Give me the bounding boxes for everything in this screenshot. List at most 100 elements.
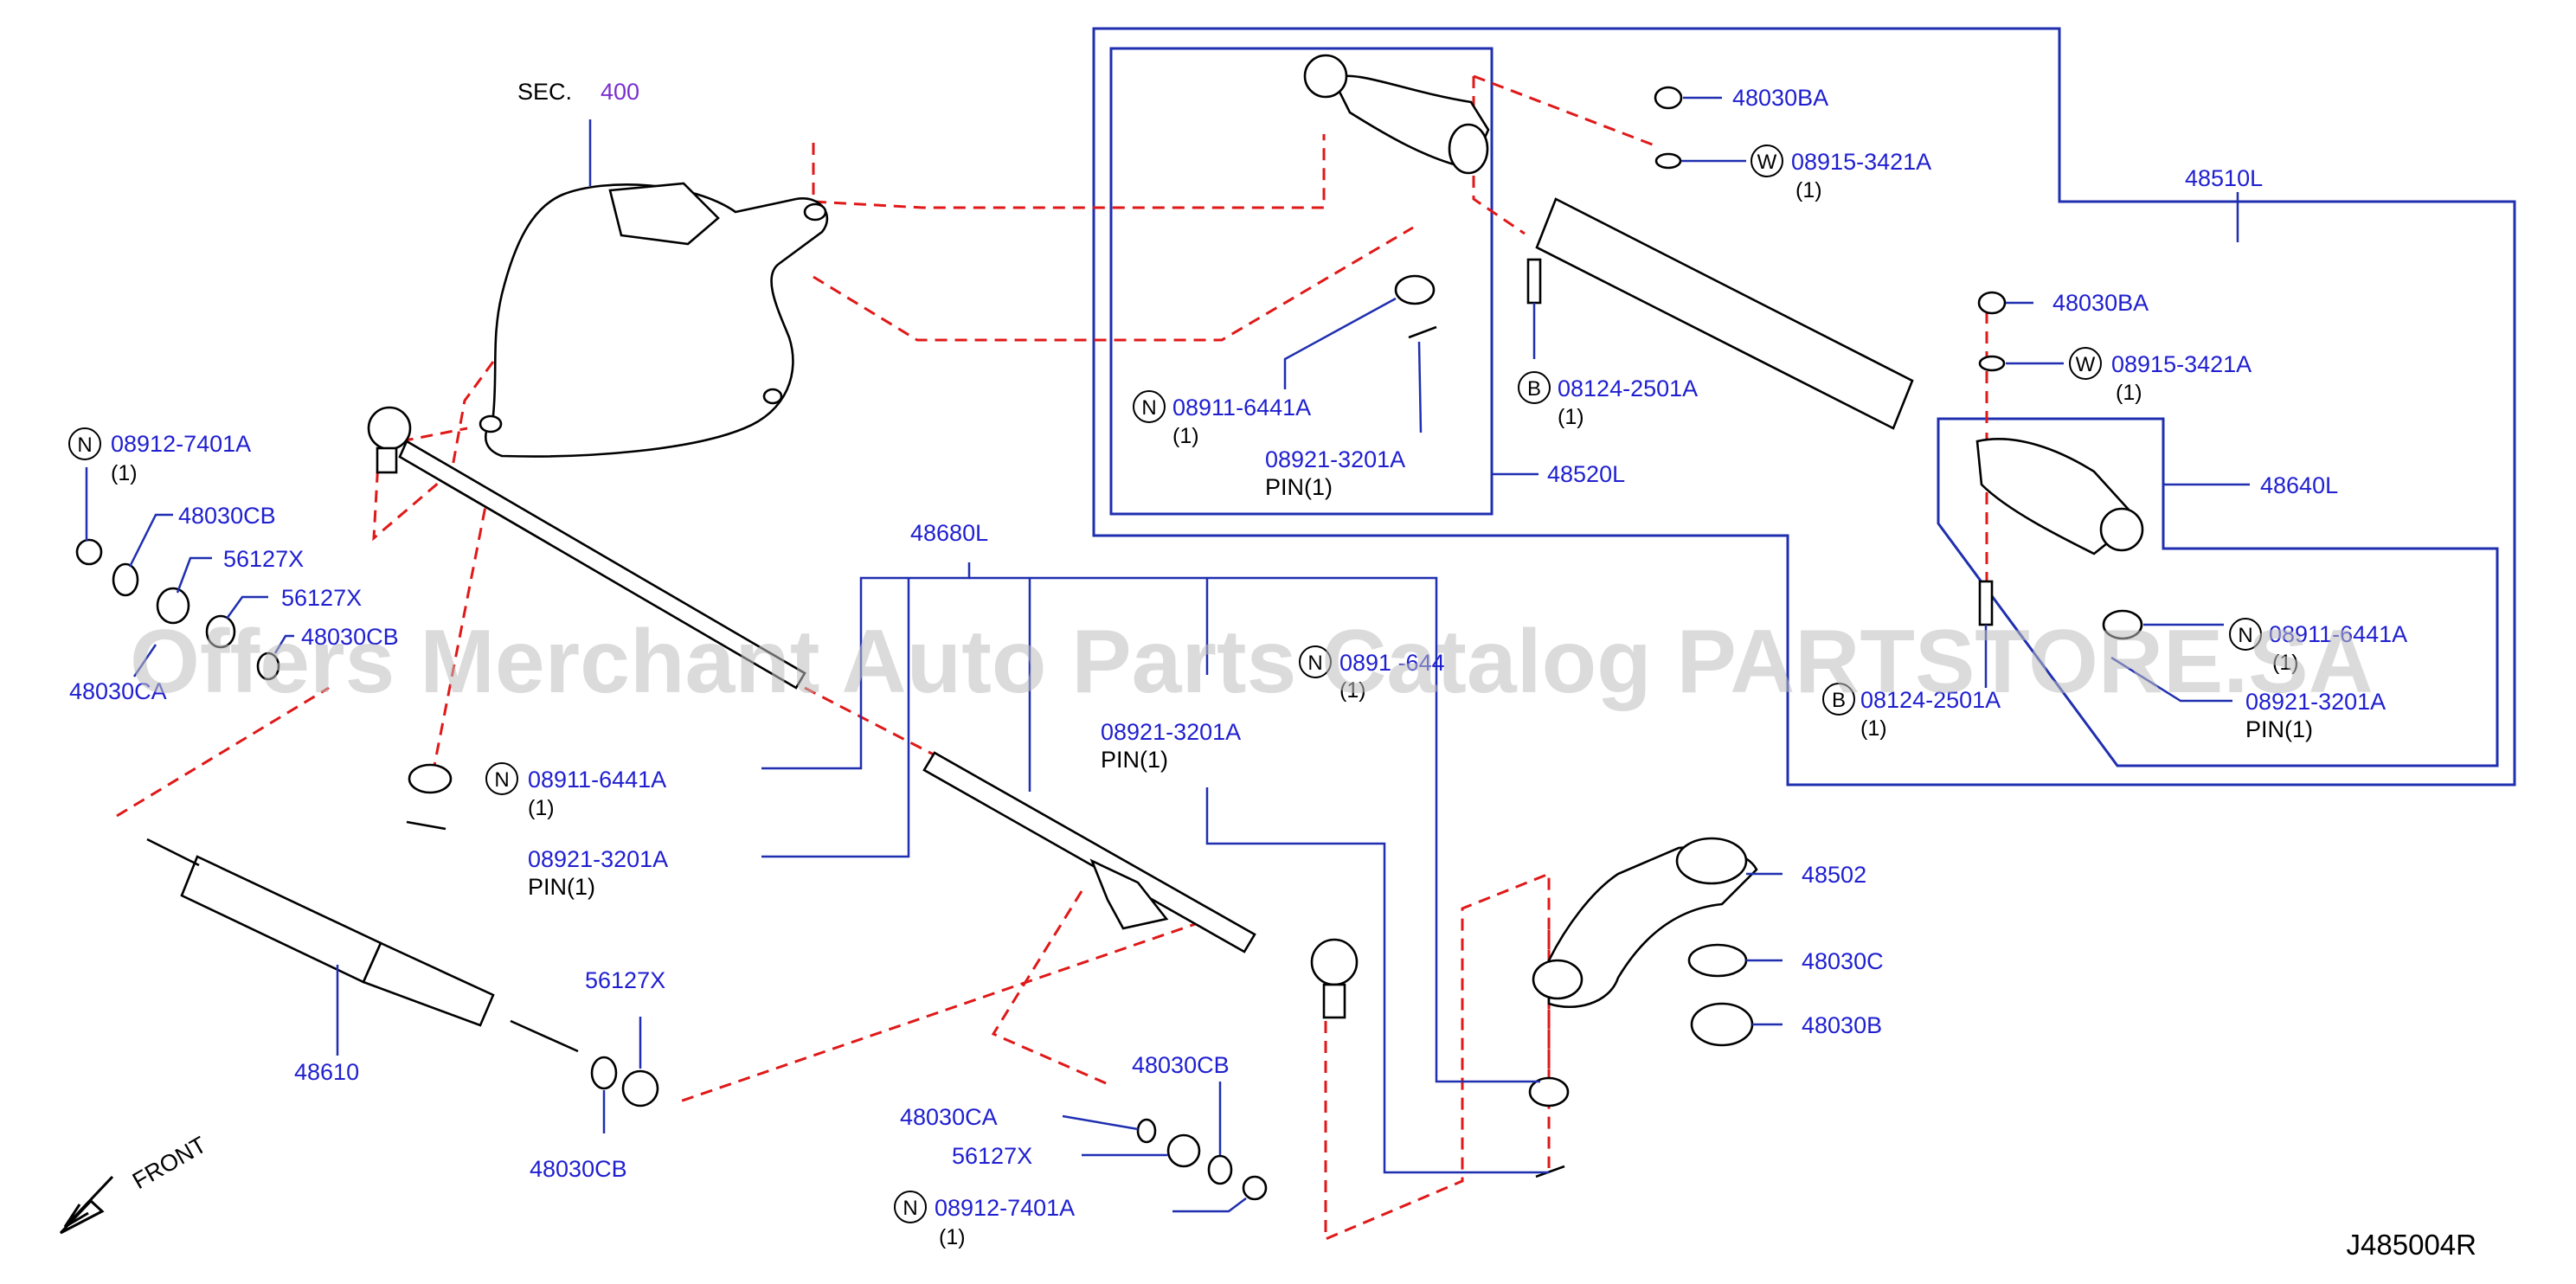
label-08911-mid[interactable]: 0891 -644 — [1339, 650, 1445, 676]
label-48030CB-lower[interactable]: 48030CB — [1132, 1052, 1230, 1078]
svg-text:B: B — [1832, 689, 1846, 712]
pin-08921-lower — [1535, 1165, 1565, 1178]
label-08921-right[interactable]: 08921-3201A — [2245, 689, 2386, 715]
label-08912-lower[interactable]: 08912-7401A — [935, 1195, 1075, 1221]
badge-N-08911-mid: N — [1299, 645, 1332, 678]
label-48030CA-left[interactable]: 48030CA — [69, 678, 167, 704]
leader-08921-right — [2110, 656, 2232, 703]
parts — [75, 54, 2144, 1201]
label-48640L[interactable]: 48640L — [2260, 472, 2338, 498]
label-08124-top[interactable]: 08124-2501A — [1558, 376, 1698, 401]
front-indicator: FRONT — [59, 1132, 211, 1235]
qty-08911-upper: (1) — [1172, 424, 1199, 448]
label-48520L[interactable]: 48520L — [1547, 461, 1625, 487]
dash-sec400-to-nut — [813, 226, 1414, 342]
leader-lines — [85, 96, 2250, 1213]
bolt-08124-top — [1526, 258, 1542, 305]
badge-N-08911-right: N — [2229, 618, 2262, 651]
steering-damper-rod — [362, 941, 495, 1027]
label-08911-left[interactable]: 08911-6441A — [528, 767, 666, 793]
sec-number[interactable]: 400 — [601, 79, 639, 105]
leader-56127X-left-2 — [225, 595, 268, 620]
label-08911-upper[interactable]: 08911-6441A — [1172, 395, 1311, 421]
svg-text:W: W — [1757, 151, 1777, 174]
label-48030C[interactable]: 48030C — [1802, 948, 1884, 974]
bushing-56127X-lower — [1166, 1133, 1201, 1168]
nut-48030B — [1690, 1002, 1754, 1047]
washer-48030CB-left — [112, 562, 139, 597]
svg-text:N: N — [1307, 652, 1322, 675]
tie-rod-end-upper-ball — [1303, 54, 1348, 99]
qty-08124-right: (1) — [1860, 716, 1887, 741]
svg-text:N: N — [494, 768, 509, 792]
label-48030CA-lower[interactable]: 48030CA — [900, 1104, 998, 1130]
castle-nut-08911-right — [2102, 609, 2143, 640]
nut-08912-left — [75, 538, 103, 566]
label-48030CB-left[interactable]: 48030CB — [178, 503, 276, 529]
badges: N W W B B N N N N N — [68, 144, 2262, 1223]
group-boxes — [1092, 27, 2516, 786]
label-56127X-left-2[interactable]: 56127X — [281, 585, 362, 611]
label-08921-left[interactable]: 08921-3201A — [528, 846, 668, 872]
washer-08915-right — [1978, 355, 2006, 372]
label-08915-top[interactable]: 08915-3421A — [1791, 149, 1931, 175]
label-48030CB-left-2[interactable]: 48030CB — [301, 624, 399, 650]
leader-08912-lower — [1172, 1197, 1247, 1213]
watermark-text: Offers Merchant Auto Parts Catalog PARTS… — [130, 612, 2374, 712]
steering-gear-housing — [485, 183, 829, 458]
steering-damper-body — [180, 855, 382, 984]
svg-text:N: N — [2238, 624, 2252, 647]
label-08124-right[interactable]: 08124-2501A — [1860, 687, 2001, 713]
bushing-56127X-left-2 — [205, 614, 236, 649]
leader-48030CB-left — [128, 513, 173, 568]
label-56127X-left[interactable]: 56127X — [223, 546, 304, 572]
label-48680L[interactable]: 48680L — [910, 520, 988, 546]
nut-48030BA-top — [1654, 86, 1683, 110]
label-48030BA-right[interactable]: 48030BA — [2052, 290, 2149, 316]
steering-damper-thread-right — [510, 1019, 579, 1053]
washer-48030CB-damper — [590, 1056, 618, 1090]
label-48030B[interactable]: 48030B — [1802, 1012, 1882, 1038]
gear-mount-hole — [803, 202, 827, 221]
dash-sec400-lower — [372, 361, 495, 542]
label-56127X-lower[interactable]: 56127X — [952, 1143, 1032, 1169]
badge-B-08124-top: B — [1518, 371, 1551, 404]
castle-nut-08911-lower — [1528, 1076, 1570, 1107]
steering-damper-thread-left — [146, 838, 200, 867]
qty-08124-top: (1) — [1558, 405, 1584, 429]
leader-08921-upper — [1417, 341, 1423, 433]
badge-B-08124-right: B — [1822, 683, 1855, 716]
pin-08921-mid-label: PIN(1) — [1101, 747, 1168, 773]
leader-48030CA-lower — [1062, 1114, 1139, 1131]
leader-48680L-b — [969, 576, 1540, 1083]
dash-top-to-48030BA — [1473, 74, 1655, 147]
label-48502[interactable]: 48502 — [1802, 862, 1866, 888]
tie-rod-end-right-ball — [2099, 507, 2144, 552]
badge-N-08911-upper: N — [1133, 390, 1166, 423]
pin-08921-right-label: PIN(1) — [2245, 716, 2313, 742]
tie-rod-end-upper-socket — [1448, 123, 1489, 175]
label-48510L[interactable]: 48510L — [2185, 165, 2263, 191]
leader-48680L-f — [1205, 787, 1549, 1174]
box-48510L — [1092, 27, 2516, 786]
qty-08915-right: (1) — [2116, 381, 2142, 405]
dash-bracket-to-bushings — [991, 890, 1113, 1088]
part-labels: SEC. 400 48510L 48520L 48640L 48680L 485… — [69, 79, 2407, 1249]
washer-48030CA-lower — [1136, 1118, 1157, 1144]
label-48610[interactable]: 48610 — [294, 1059, 359, 1085]
badge-N-08912-lower: N — [894, 1191, 927, 1223]
label-08911-right[interactable]: 08911-6441A — [2269, 621, 2407, 647]
leader-08911-upper — [1283, 297, 1397, 389]
label-48030CB-damper[interactable]: 48030CB — [530, 1156, 627, 1182]
box-48640L — [1937, 417, 2499, 767]
label-08921-upper[interactable]: 08921-3201A — [1265, 446, 1405, 472]
pitman-arm-ball — [1532, 959, 1584, 1000]
castle-nut-08911-left — [408, 763, 453, 794]
label-48030BA-top[interactable]: 48030BA — [1732, 85, 1828, 111]
washer-48030CB-left-2 — [256, 652, 280, 681]
label-08915-right[interactable]: 08915-3421A — [2111, 351, 2252, 377]
label-56127X-damper[interactable]: 56127X — [585, 967, 665, 993]
label-08921-mid[interactable]: 08921-3201A — [1101, 719, 1241, 745]
label-08912-left[interactable]: 08912-7401A — [111, 431, 251, 457]
